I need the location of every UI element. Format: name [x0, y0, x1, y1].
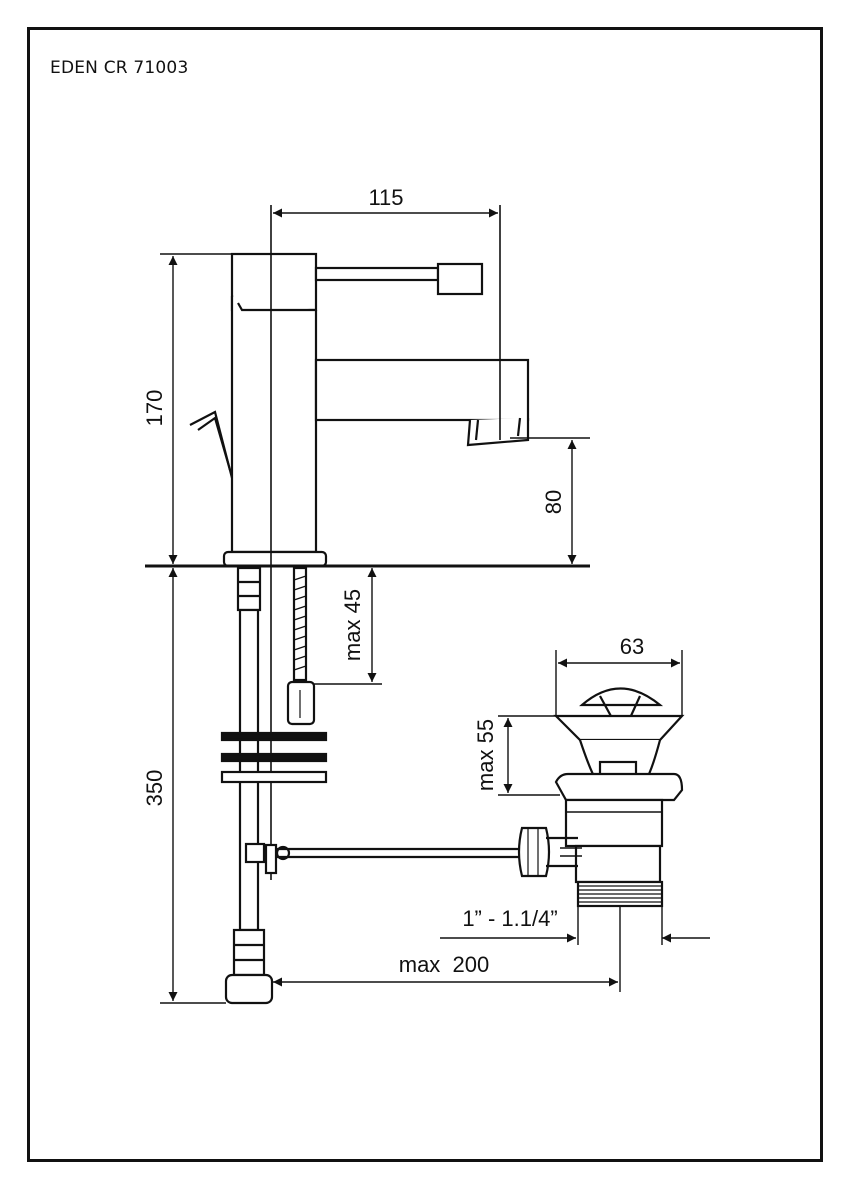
pop-up-linkage	[244, 842, 520, 875]
dim-label-350: 350	[142, 770, 167, 807]
model-title: EDEN CR 71003	[50, 58, 189, 78]
dim-label-63: 63	[620, 634, 644, 659]
dim-label-max-45: max 45	[340, 589, 365, 661]
dim-label-115: 115	[368, 185, 403, 210]
pop-up-rod	[286, 566, 316, 726]
supply-hose	[224, 566, 274, 1005]
dim-label-thread: 1” - 1.1/4”	[462, 906, 557, 931]
mounting-washers	[220, 731, 328, 784]
waste-drain	[517, 687, 685, 908]
dimension-lines	[160, 208, 710, 1004]
dim-label-80: 80	[541, 490, 566, 514]
dim-label-170: 170	[142, 390, 167, 427]
faucet-body	[189, 252, 530, 568]
dim-label-max-200: max 200	[399, 952, 490, 977]
dim-label-max-55: max 55	[473, 719, 498, 791]
